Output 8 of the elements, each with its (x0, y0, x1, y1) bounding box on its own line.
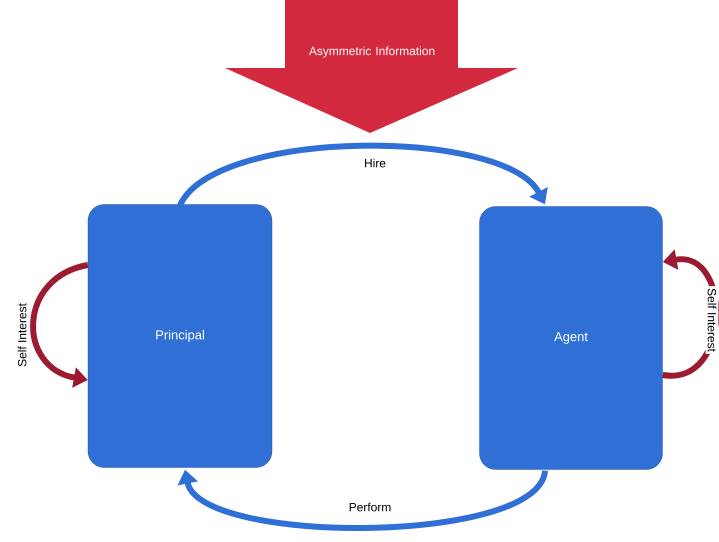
arrow (177, 469, 548, 531)
edge-label: Self Interest (16, 301, 28, 369)
rounded-box: Agent (479, 206, 663, 470)
rounded-box: Principal (88, 204, 272, 468)
edge-label: Hire (362, 156, 388, 170)
edge-label: Perform (346, 500, 394, 514)
arrow (178, 142, 548, 208)
edge-label: Self Interest (706, 286, 718, 354)
